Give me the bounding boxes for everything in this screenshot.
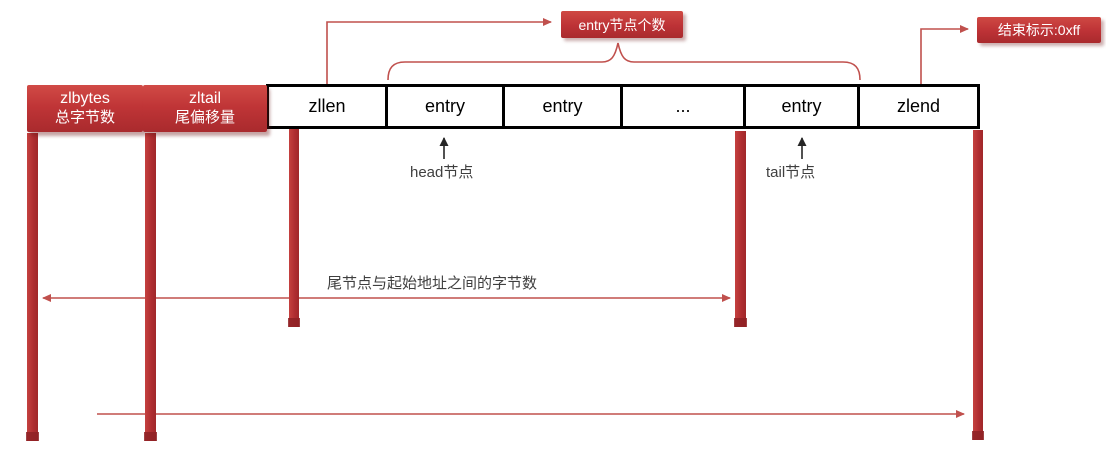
tail-node-label: tail节点 — [766, 164, 816, 181]
marker-bar-start — [26, 133, 39, 441]
field-entry-2: entry — [502, 84, 623, 129]
field-zlbytes: zlbytes 总字节数 — [27, 85, 143, 132]
zllen-to-entry-count-arrow — [326, 18, 552, 84]
marker-bar-zltail — [144, 133, 157, 441]
field-entry-tail: entry — [743, 84, 860, 129]
entry-count-callout: entry节点个数 — [561, 11, 683, 38]
marker-bar-end — [972, 130, 984, 440]
field-zlbytes-label: zlbytes — [60, 90, 110, 108]
field-zlbytes-sublabel: 总字节数 — [54, 109, 115, 127]
tail-offset-label: 尾节点与起始地址之间的字节数 — [327, 275, 538, 292]
head-node-label: head节点 — [410, 164, 474, 181]
zlend-to-end-marker-arrow — [920, 25, 969, 84]
field-zlend: zlend — [857, 84, 980, 129]
marker-bar-tail-entry — [734, 131, 747, 327]
marker-bar-zllen — [288, 128, 300, 327]
field-entry-1: entry — [385, 84, 505, 129]
entries-brace — [387, 42, 861, 81]
end-marker-callout: 结束标示:0xff — [977, 17, 1101, 43]
field-entry-ellipsis: ... — [620, 84, 746, 129]
field-zltail: zltail 尾偏移量 — [143, 85, 267, 132]
field-zllen: zllen — [266, 84, 388, 129]
field-zltail-label: zltail — [188, 90, 221, 108]
field-zltail-sublabel: 尾偏移量 — [174, 109, 235, 127]
